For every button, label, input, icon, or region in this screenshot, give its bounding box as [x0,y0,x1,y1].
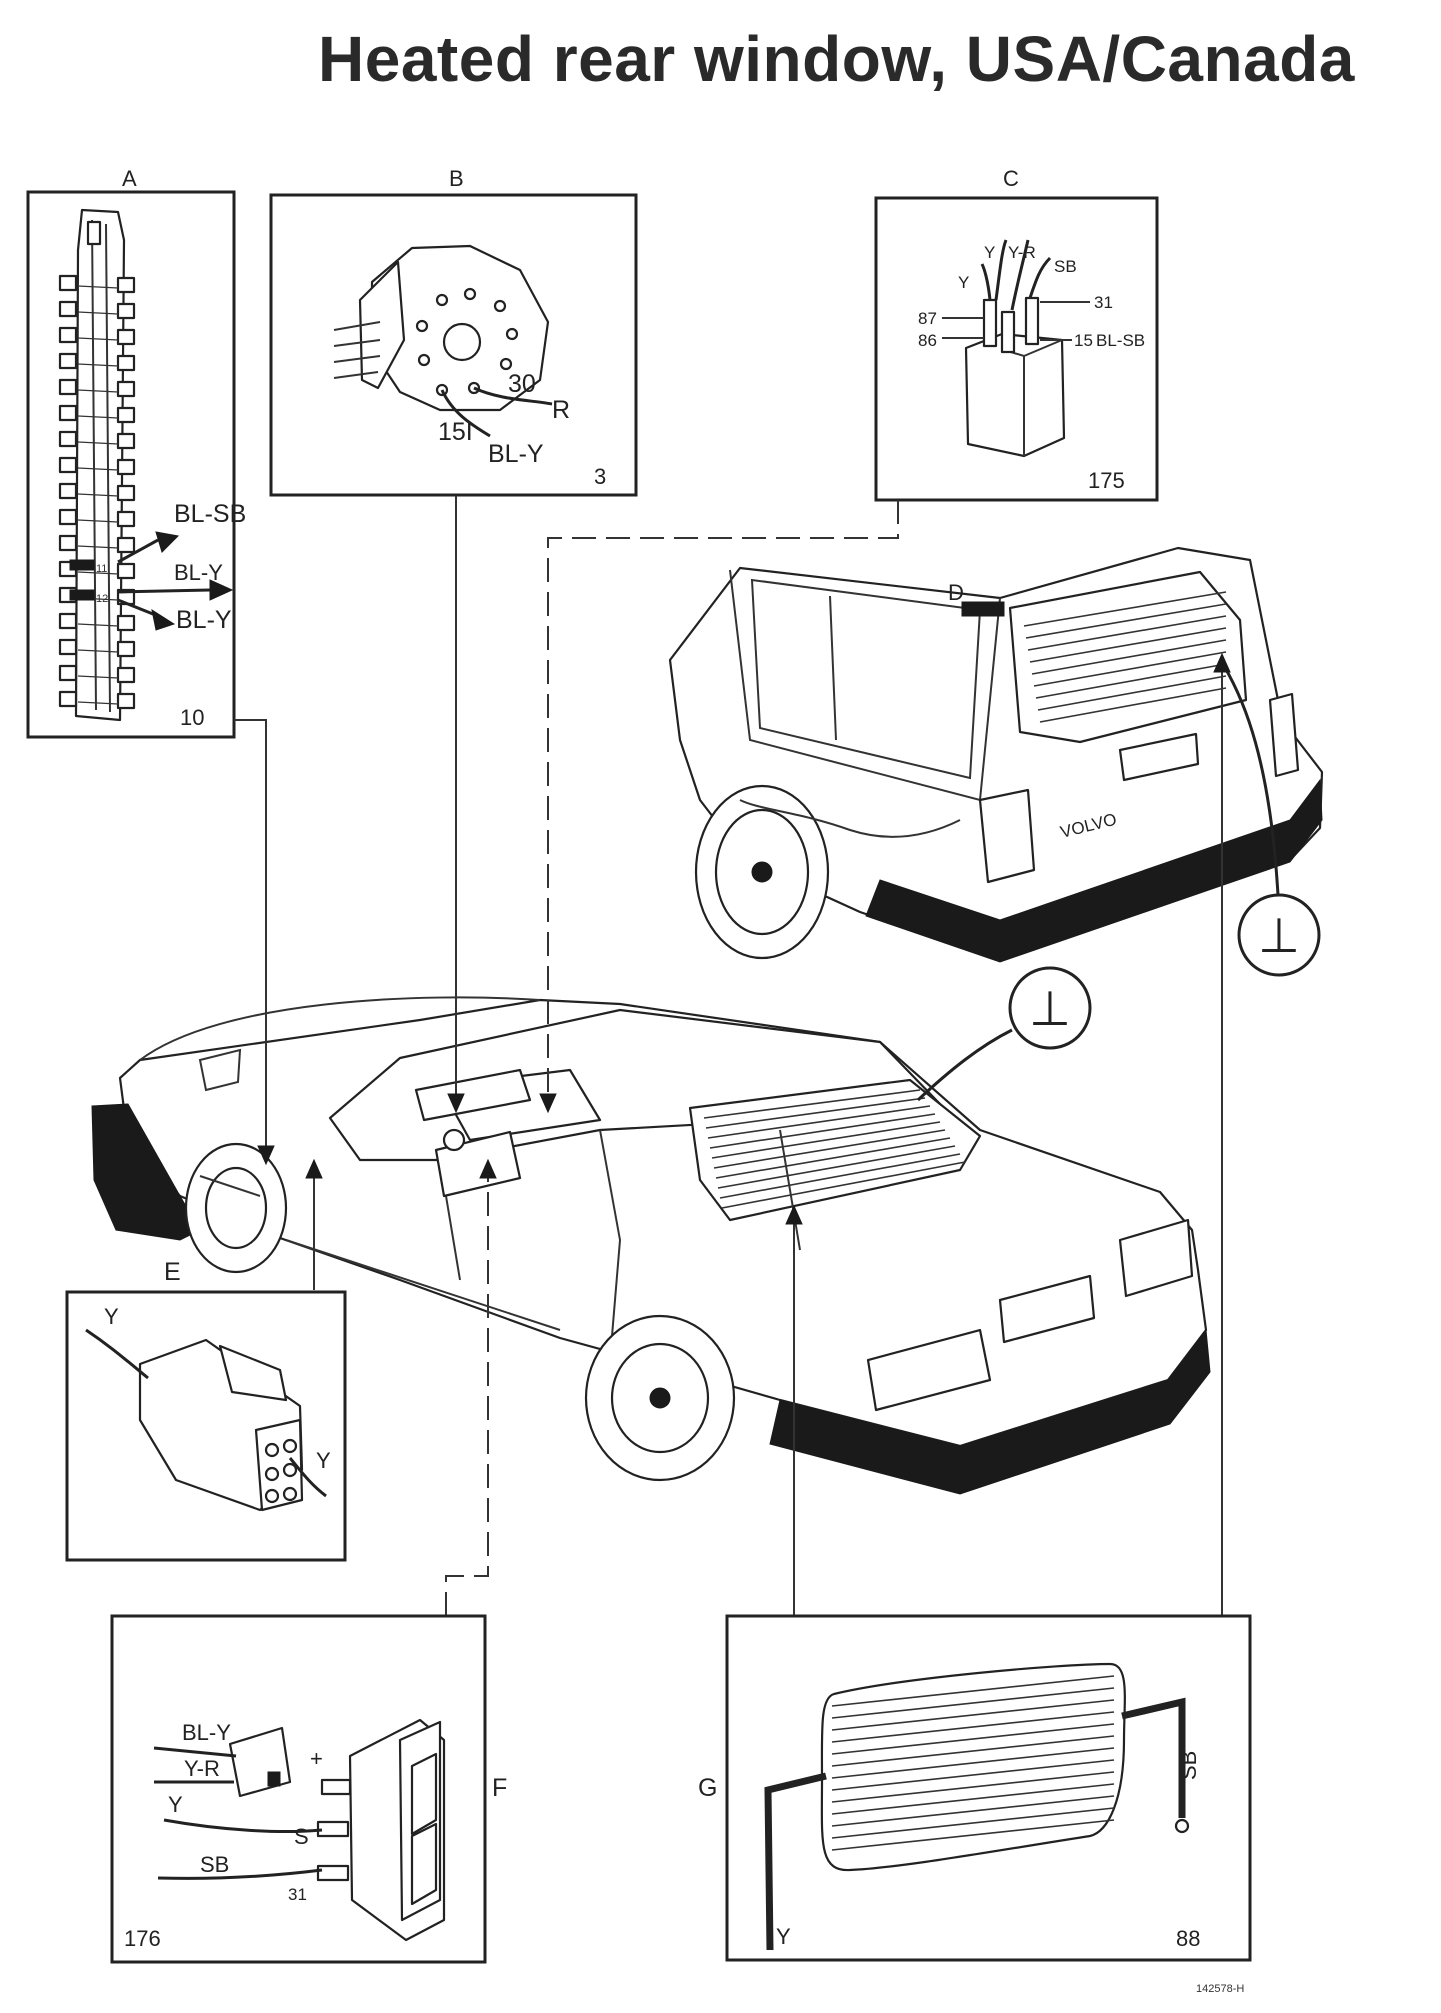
label-sb-f: SB [200,1852,229,1877]
fuse-pin-11: 11 [96,563,107,575]
panel-b-letter: B [449,166,464,191]
panel-c-frame [874,196,1159,502]
terminal-15i: 15I [438,418,473,446]
terminal-87: 87 [918,309,937,328]
ground-circle-wagon [1237,893,1321,977]
wire-bl-y-b [440,389,491,438]
label-bl-y-f: BL-Y [182,1720,231,1745]
label-y-g: Y [776,1924,791,1949]
wire-ground-wagon [1222,665,1280,896]
panel-f: F BL-Y Y-R Y SB + S 31 176 [110,1614,507,1964]
relay-illustration [964,296,1066,458]
label-y-e2: Y [316,1448,331,1473]
ground-icon-sedan: ⊥ [1029,981,1071,1037]
connector-illustration [138,1338,304,1512]
label-bl-sb-a: BL-SB [174,500,246,528]
wire-bl-y-f [153,1746,237,1758]
label-bl-y-a1: BL-Y [174,560,223,585]
arrow-bl-y-out [151,608,176,631]
label-y-c1: Y [984,243,995,262]
wire-y-e-out [288,1457,327,1498]
panel-g-ref: 88 [1176,1926,1200,1951]
label-bl-y-a2: BL-Y [176,606,232,634]
relay-wires [980,239,1052,311]
terminal-30: 30 [508,370,536,398]
arrow-bl-y-in [209,579,234,601]
panel-c-letter: C [1003,166,1019,191]
wire-ground-sedan [916,1028,1013,1102]
panel-g: G Y SB 88 [698,1614,1252,1962]
ground-icon-wagon: ⊥ [1258,908,1300,964]
fuse-pin-12: 12 [96,593,108,605]
figure-id: 142578-H [1196,1983,1244,1995]
panel-c: C Y Y-R SB Y 87 86 31 15 BL-SB 175 [874,166,1159,502]
label-y-c2: Y [958,273,969,292]
panel-d-letter: D [948,580,964,605]
panel-g-frame [725,1614,1252,1962]
wire-bl-y-a2 [117,598,159,618]
relay-leader-lines [942,301,1090,341]
terminal-plus: + [310,1746,323,1771]
panel-b-ref: 3 [594,464,606,489]
wire-y-g [764,1772,827,1951]
label-y-r-c: Y-R [1008,243,1036,262]
panel-e: E Y Y [65,1258,347,1562]
label-bl-y-b: BL-Y [488,440,544,468]
wire-r-b [473,386,553,406]
panel-f-frame [110,1614,487,1964]
panel-g-letter: G [698,1774,717,1802]
sedan-illustration [91,996,1211,1495]
terminal-86: 86 [918,331,937,350]
terminal-s: S [294,1824,309,1849]
switch-illustration [228,1718,446,1942]
ground-lug-g [1174,1818,1190,1834]
wire-y-e-in [85,1328,149,1380]
panel-b-frame [269,193,638,497]
panel-a: A 11 12 BL-SB BL-Y BL-Y 10 [26,166,246,739]
panel-e-frame [65,1290,347,1562]
connection-lines [234,496,1231,1616]
terminal-15: 15 [1074,331,1093,350]
panel-a-ref: 10 [180,705,204,730]
panel-a-frame [26,190,236,739]
ground-circle-sedan [1008,966,1092,1050]
rear-window-illustration [820,1662,1126,1872]
station-wagon-illustration: VOLVO [668,546,1324,963]
page-title: Heated rear window, USA/Canada [318,23,1355,95]
terminal-31: 31 [1094,293,1113,312]
label-sb-c: SB [1054,257,1077,276]
label-y-r-f: Y-R [184,1756,220,1781]
panel-f-letter: F [492,1774,507,1802]
wire-bl-y-a1 [117,588,211,594]
panel-a-letter: A [122,166,137,191]
panel-c-ref: 175 [1088,468,1125,493]
label-sb-g: SB [1176,1751,1201,1780]
arrow-bl-sb [155,531,180,553]
label-y-e1: Y [104,1304,119,1329]
panel-e-letter: E [164,1258,181,1286]
label-r-b: R [552,396,570,424]
wire-y-f [163,1818,323,1834]
label-y-f: Y [168,1792,183,1817]
panel-b: B 30 R 15I BL-Y 3 [269,166,638,497]
fuse-box-illustration [58,208,136,722]
terminal-31-f: 31 [288,1885,307,1904]
label-bl-sb-c: BL-SB [1096,331,1145,350]
wire-sb-g [1121,1697,1186,1818]
wire-sb-f [157,1868,323,1880]
wire-bl-sb-a [117,538,159,564]
ignition-switch-illustration [333,244,550,412]
panel-f-ref: 176 [124,1926,161,1951]
